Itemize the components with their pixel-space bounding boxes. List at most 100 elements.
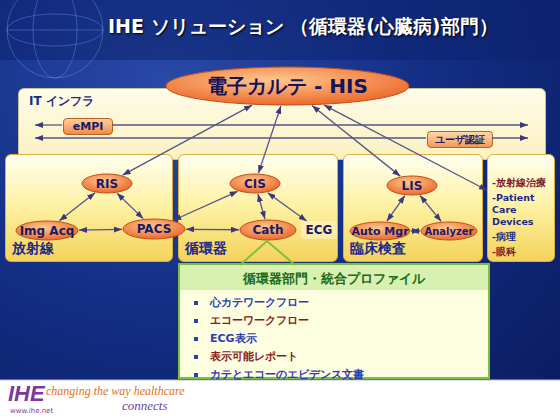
bullet-row: 表示可能レポート xyxy=(194,349,488,364)
bullet-marker xyxy=(194,301,198,305)
ellipse-shape xyxy=(230,174,280,193)
node-label: ECG xyxy=(306,223,333,237)
text-wrap: -放射線治療-Patient Care Devices-病理-眼科 xyxy=(492,177,552,258)
text-wrap: RIS xyxy=(81,173,133,194)
node-label: -眼科 xyxy=(492,246,552,258)
profile-item: ECG表示 xyxy=(210,331,257,346)
globe-meridian xyxy=(33,0,77,78)
text-wrap: IT インフラ xyxy=(29,93,94,110)
connector-arrow xyxy=(186,229,239,231)
lis-ellipse: LIS xyxy=(386,175,438,196)
bullet-row: ECG表示 xyxy=(194,331,488,346)
connector-arrow xyxy=(59,193,95,221)
node-label: 放射線 xyxy=(12,240,54,258)
analyzer-ellipse: Analyzer xyxy=(420,221,478,241)
bullet-marker xyxy=(194,337,198,341)
text-wrap: 循環器部門・統合プロファイル心カテワークフローエコーワークフロー ECG表示表示可… xyxy=(180,265,488,377)
node-label: LIS xyxy=(402,179,423,193)
node-label: Auto Mgr xyxy=(351,225,408,238)
logo-tagline: connects xyxy=(122,398,167,414)
text-wrap: eMPI xyxy=(64,119,112,134)
auto-mgr-ellipse: Auto Mgr xyxy=(349,221,411,241)
text-wrap: Cath xyxy=(239,219,297,241)
node-label: PACS xyxy=(137,222,172,236)
text-wrap: Auto Mgr xyxy=(349,221,411,241)
bullet-row: カテとエコーのエビデンス文書 xyxy=(194,367,488,382)
text-wrap: 放射線 xyxy=(12,240,54,258)
logo-mark: IHE xyxy=(8,381,45,407)
profile-item: カテとエコーのエビデンス文書 xyxy=(210,367,364,382)
connector-arrow xyxy=(312,106,400,177)
user-auth-box: ユーザ認証 xyxy=(427,131,493,148)
bullet-marker xyxy=(194,319,198,323)
text-wrap: Analyzer xyxy=(420,221,478,241)
profile-item: エコーワークフロー xyxy=(210,313,309,328)
ellipse-shape xyxy=(387,176,437,195)
node-label: CIS xyxy=(244,177,266,191)
infra-bus-line xyxy=(492,137,528,138)
node-label: -Patient Care Devices xyxy=(492,192,552,228)
text-wrap: 臨床検査 xyxy=(350,240,406,258)
cath-ellipse: Cath xyxy=(239,219,297,241)
profile-item: 心カテワークフロー xyxy=(210,295,309,310)
connector-arrow xyxy=(420,195,441,221)
ellipse-shape xyxy=(123,219,185,239)
text-wrap: 電子カルテ - HIS xyxy=(165,66,410,106)
cardiology-dept: 循環器 CIS Cath ECG xyxy=(178,154,338,262)
node-label: 循環器 xyxy=(185,240,227,258)
node-label: Analyzer xyxy=(424,226,473,237)
infra-bus-line xyxy=(112,124,528,125)
text-wrap: Img Acq xyxy=(15,220,79,241)
node-label: 電子カルテ - HIS xyxy=(207,73,368,100)
bullet-marker xyxy=(194,373,198,377)
node-label: RIS xyxy=(96,177,118,191)
ellipse-shape xyxy=(421,222,477,240)
footer-bar xyxy=(0,380,560,420)
bullet-row: 心カテワークフロー xyxy=(194,295,488,310)
connector-arrow xyxy=(258,106,280,173)
ris-ellipse: RIS xyxy=(81,173,133,194)
connector-arrow xyxy=(387,196,405,222)
ellipse-shape xyxy=(240,220,296,240)
ellipse-shape xyxy=(16,221,78,240)
ellipse-shape xyxy=(82,174,132,193)
infra-bus-line xyxy=(35,137,426,138)
callout-pointer xyxy=(240,241,295,265)
slide-title: IHE ソリューション （循環器(心臓病)部門） xyxy=(108,14,498,40)
title-bar xyxy=(0,0,560,60)
globe-outline xyxy=(7,0,103,78)
logo-url: www.ihe.net xyxy=(10,407,53,415)
bullet-marker xyxy=(194,355,198,359)
img-acq-ellipse: Img Acq xyxy=(15,220,79,241)
node-label: 臨床検査 xyxy=(350,240,406,258)
empi-box: eMPI xyxy=(63,118,113,135)
text-wrap: PACS xyxy=(122,218,186,240)
text-wrap: 循環器 xyxy=(185,240,227,258)
text-wrap: ユーザ認証 xyxy=(428,132,492,147)
node-label: IT インフラ xyxy=(29,93,94,110)
ellipse-shape xyxy=(166,67,409,105)
connector-arrow xyxy=(411,230,420,231)
node-label: Cath xyxy=(252,223,283,237)
profile-callout: 循環器部門・統合プロファイル心カテワークフローエコーワークフロー ECG表示表示可… xyxy=(178,263,490,379)
callout-title: 循環器部門・統合プロファイル xyxy=(243,271,425,286)
connector-arrow xyxy=(268,193,307,221)
connector-arrow xyxy=(79,229,122,231)
connector-arrow xyxy=(324,105,487,190)
radiology-dept: 放射線 RIS Img Acq xyxy=(5,154,173,262)
his-ellipse: 電子カルテ - HIS xyxy=(165,66,410,106)
node-label: ユーザ認証 xyxy=(435,133,485,147)
text-wrap: CIS xyxy=(229,173,281,194)
ellipse-shape xyxy=(350,222,410,240)
lab-dept: 臨床検査 LIS Auto Mgr Analyzer xyxy=(343,154,483,262)
ecg-box: ECG xyxy=(301,221,337,239)
text-wrap: LIS xyxy=(386,175,438,196)
node-label: eMPI xyxy=(73,120,104,133)
profile-item: 表示可能レポート xyxy=(210,349,298,364)
callout-title-strip: 循環器部門・統合プロファイル xyxy=(180,265,488,290)
cis-ellipse: CIS xyxy=(229,173,281,194)
connector-arrow xyxy=(123,105,252,175)
globe-equator xyxy=(7,30,103,31)
connector-arrow xyxy=(258,194,265,219)
